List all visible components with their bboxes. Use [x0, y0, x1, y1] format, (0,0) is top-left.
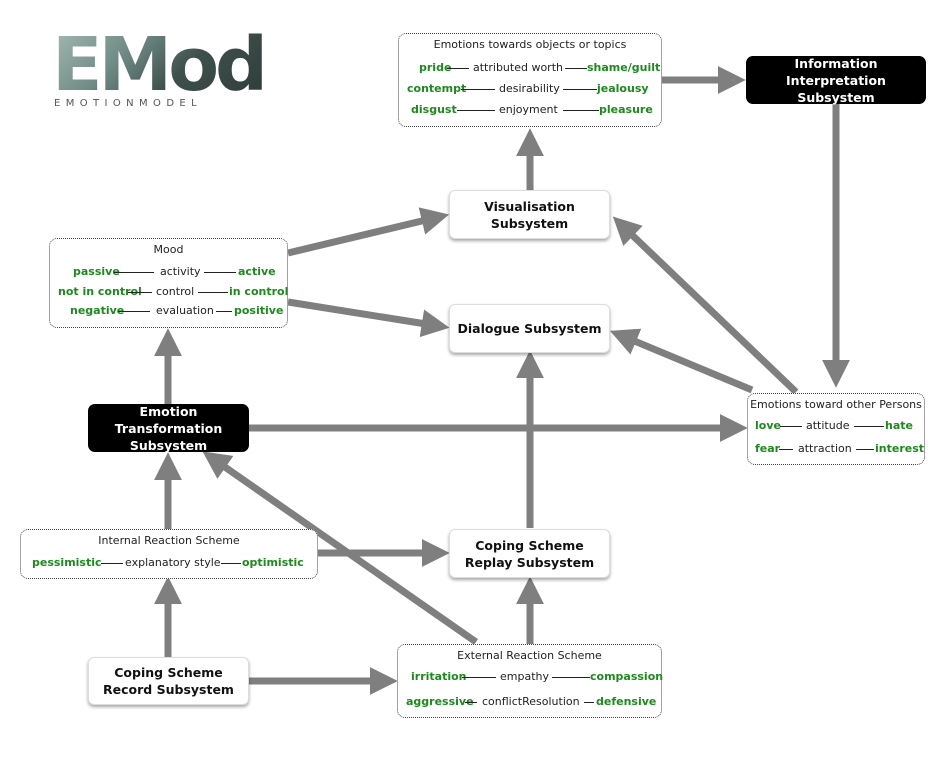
- emotion-transformation-label: Emotion Transformation Subsystem: [114, 403, 223, 453]
- emotions-objects-row: contempt desirability jealousy: [399, 82, 663, 96]
- row-dash: [198, 292, 228, 293]
- row-left-label: not in control: [58, 285, 142, 298]
- arrow-persons-to-visualisation: [612, 216, 799, 395]
- emotions-objects-title: Emotions towards objects or topics: [433, 38, 627, 51]
- row-dash: [204, 272, 236, 273]
- dialogue-subsystem-label: Dialogue Subsystem: [457, 321, 602, 336]
- emotions-objects-row: disgust enjoyment pleasure: [399, 103, 663, 117]
- row-dash: [465, 702, 477, 703]
- row-dash: [565, 68, 587, 69]
- coping-scheme-record-subsystem: Coping Scheme Record Subsystem: [88, 657, 249, 705]
- row-right-label: jealousy: [597, 82, 649, 95]
- internal-reaction-title: Internal Reaction Scheme: [98, 534, 240, 547]
- row-dash: [447, 68, 469, 69]
- visualisation-subsystem: Visualisation Subsystem: [449, 190, 610, 239]
- emotions-persons-group: Emotions toward other Persons love attit…: [747, 393, 925, 465]
- row-left-label: pessimistic: [32, 556, 102, 569]
- row-dash: [462, 677, 496, 678]
- logo-word: EMod: [52, 22, 268, 108]
- information-interpretation-subsystem: Information Interpretation Subsystem: [746, 55, 926, 105]
- emotions-objects-group: Emotions towards objects or topics pride…: [398, 33, 662, 127]
- row-left-label: love: [755, 419, 781, 432]
- row-right-label: hate: [885, 419, 913, 432]
- arrow-external-to-transformation: [202, 451, 479, 645]
- coping-scheme-record-label: Coping Scheme Record Subsystem: [103, 665, 234, 697]
- row-left-label: disgust: [411, 103, 457, 116]
- row-dash: [216, 311, 232, 312]
- arrow-mood-to-visualisation: [287, 207, 450, 257]
- row-left-label: contempt: [407, 82, 467, 95]
- row-left-label: aggressive: [406, 695, 474, 708]
- coping-scheme-replay-label: Coping Scheme Replay Subsystem: [464, 537, 595, 570]
- emotions-objects-row: pride attributed worth shame/guilt: [399, 61, 663, 75]
- row-dash: [584, 702, 594, 703]
- row-left-label: passive: [73, 265, 120, 278]
- row-middle-label: empathy: [500, 670, 550, 683]
- arrow-mood-to-dialogue: [287, 298, 450, 338]
- row-middle-label: control: [156, 285, 195, 298]
- row-middle-label: attitude: [806, 419, 850, 432]
- row-left-label: pride: [419, 61, 452, 74]
- row-right-label: positive: [234, 304, 284, 317]
- row-right-label: in control: [229, 285, 289, 298]
- row-dash: [563, 110, 599, 111]
- logo-subtitle: EMOTIONMODEL: [54, 98, 203, 109]
- row-dash: [114, 272, 154, 273]
- external-reaction-row: aggressive conflictResolution defensive: [398, 695, 663, 709]
- arrow-persons-to-dialogue: [610, 328, 754, 394]
- external-reaction-title: External Reaction Scheme: [457, 649, 602, 662]
- row-middle-label: attraction: [798, 442, 852, 455]
- mood-group: Mood passive activity active not in cont…: [49, 238, 288, 328]
- row-dash: [780, 426, 802, 427]
- row-right-label: compassion: [590, 670, 664, 683]
- row-right-label: defensive: [596, 695, 657, 708]
- row-dash: [128, 292, 152, 293]
- row-dash: [552, 677, 590, 678]
- row-middle-label: desirability: [499, 82, 560, 95]
- emod-logo: EMod EMOTIONMODEL: [52, 22, 268, 116]
- mood-row: passive activity active: [50, 265, 289, 279]
- row-dash: [101, 563, 123, 564]
- row-middle-label: explanatory style: [125, 556, 221, 569]
- row-middle-label: attributed worth: [473, 61, 563, 74]
- row-right-label: optimistic: [242, 556, 304, 569]
- emotions-persons-row: fear attraction interest: [748, 442, 926, 456]
- row-middle-label: enjoyment: [499, 103, 558, 116]
- external-reaction-group: External Reaction Scheme irritation empa…: [397, 644, 663, 718]
- row-right-label: active: [238, 265, 276, 278]
- row-middle-label: activity: [160, 265, 201, 278]
- row-dash: [856, 449, 874, 450]
- row-dash: [118, 311, 150, 312]
- emotion-transformation-subsystem: Emotion Transformation Subsystem: [88, 403, 249, 453]
- mood-row: negative evaluation positive: [50, 304, 289, 318]
- row-right-label: interest: [875, 442, 925, 455]
- row-dash: [779, 449, 793, 450]
- row-left-label: fear: [755, 442, 781, 455]
- information-interpretation-label: Information Interpretation Subsystem: [786, 55, 886, 105]
- row-right-label: pleasure: [599, 103, 653, 116]
- emotions-persons-title: Emotions toward other Persons: [750, 398, 922, 411]
- coping-scheme-replay-subsystem: Coping Scheme Replay Subsystem: [449, 529, 610, 578]
- dialogue-subsystem: Dialogue Subsystem: [449, 304, 610, 353]
- internal-reaction-group: Internal Reaction Scheme pessimistic exp…: [20, 529, 318, 579]
- mood-row: not in control control in control: [50, 285, 289, 299]
- row-right-label: shame/guilt: [587, 61, 661, 74]
- emotions-persons-row: love attitude hate: [748, 419, 926, 433]
- external-reaction-row: irritation empathy compassion: [398, 670, 663, 684]
- row-dash: [854, 426, 884, 427]
- visualisation-subsystem-label: Visualisation Subsystem: [484, 198, 575, 231]
- row-dash: [221, 563, 241, 564]
- row-left-label: irritation: [411, 670, 467, 683]
- row-dash: [563, 89, 597, 90]
- row-middle-label: conflictResolution: [482, 695, 580, 708]
- mood-title: Mood: [153, 243, 184, 256]
- row-dash: [457, 110, 495, 111]
- row-left-label: negative: [70, 304, 125, 317]
- row-middle-label: evaluation: [156, 304, 214, 317]
- row-dash: [461, 89, 495, 90]
- internal-reaction-row: pessimistic explanatory style optimistic: [21, 556, 319, 570]
